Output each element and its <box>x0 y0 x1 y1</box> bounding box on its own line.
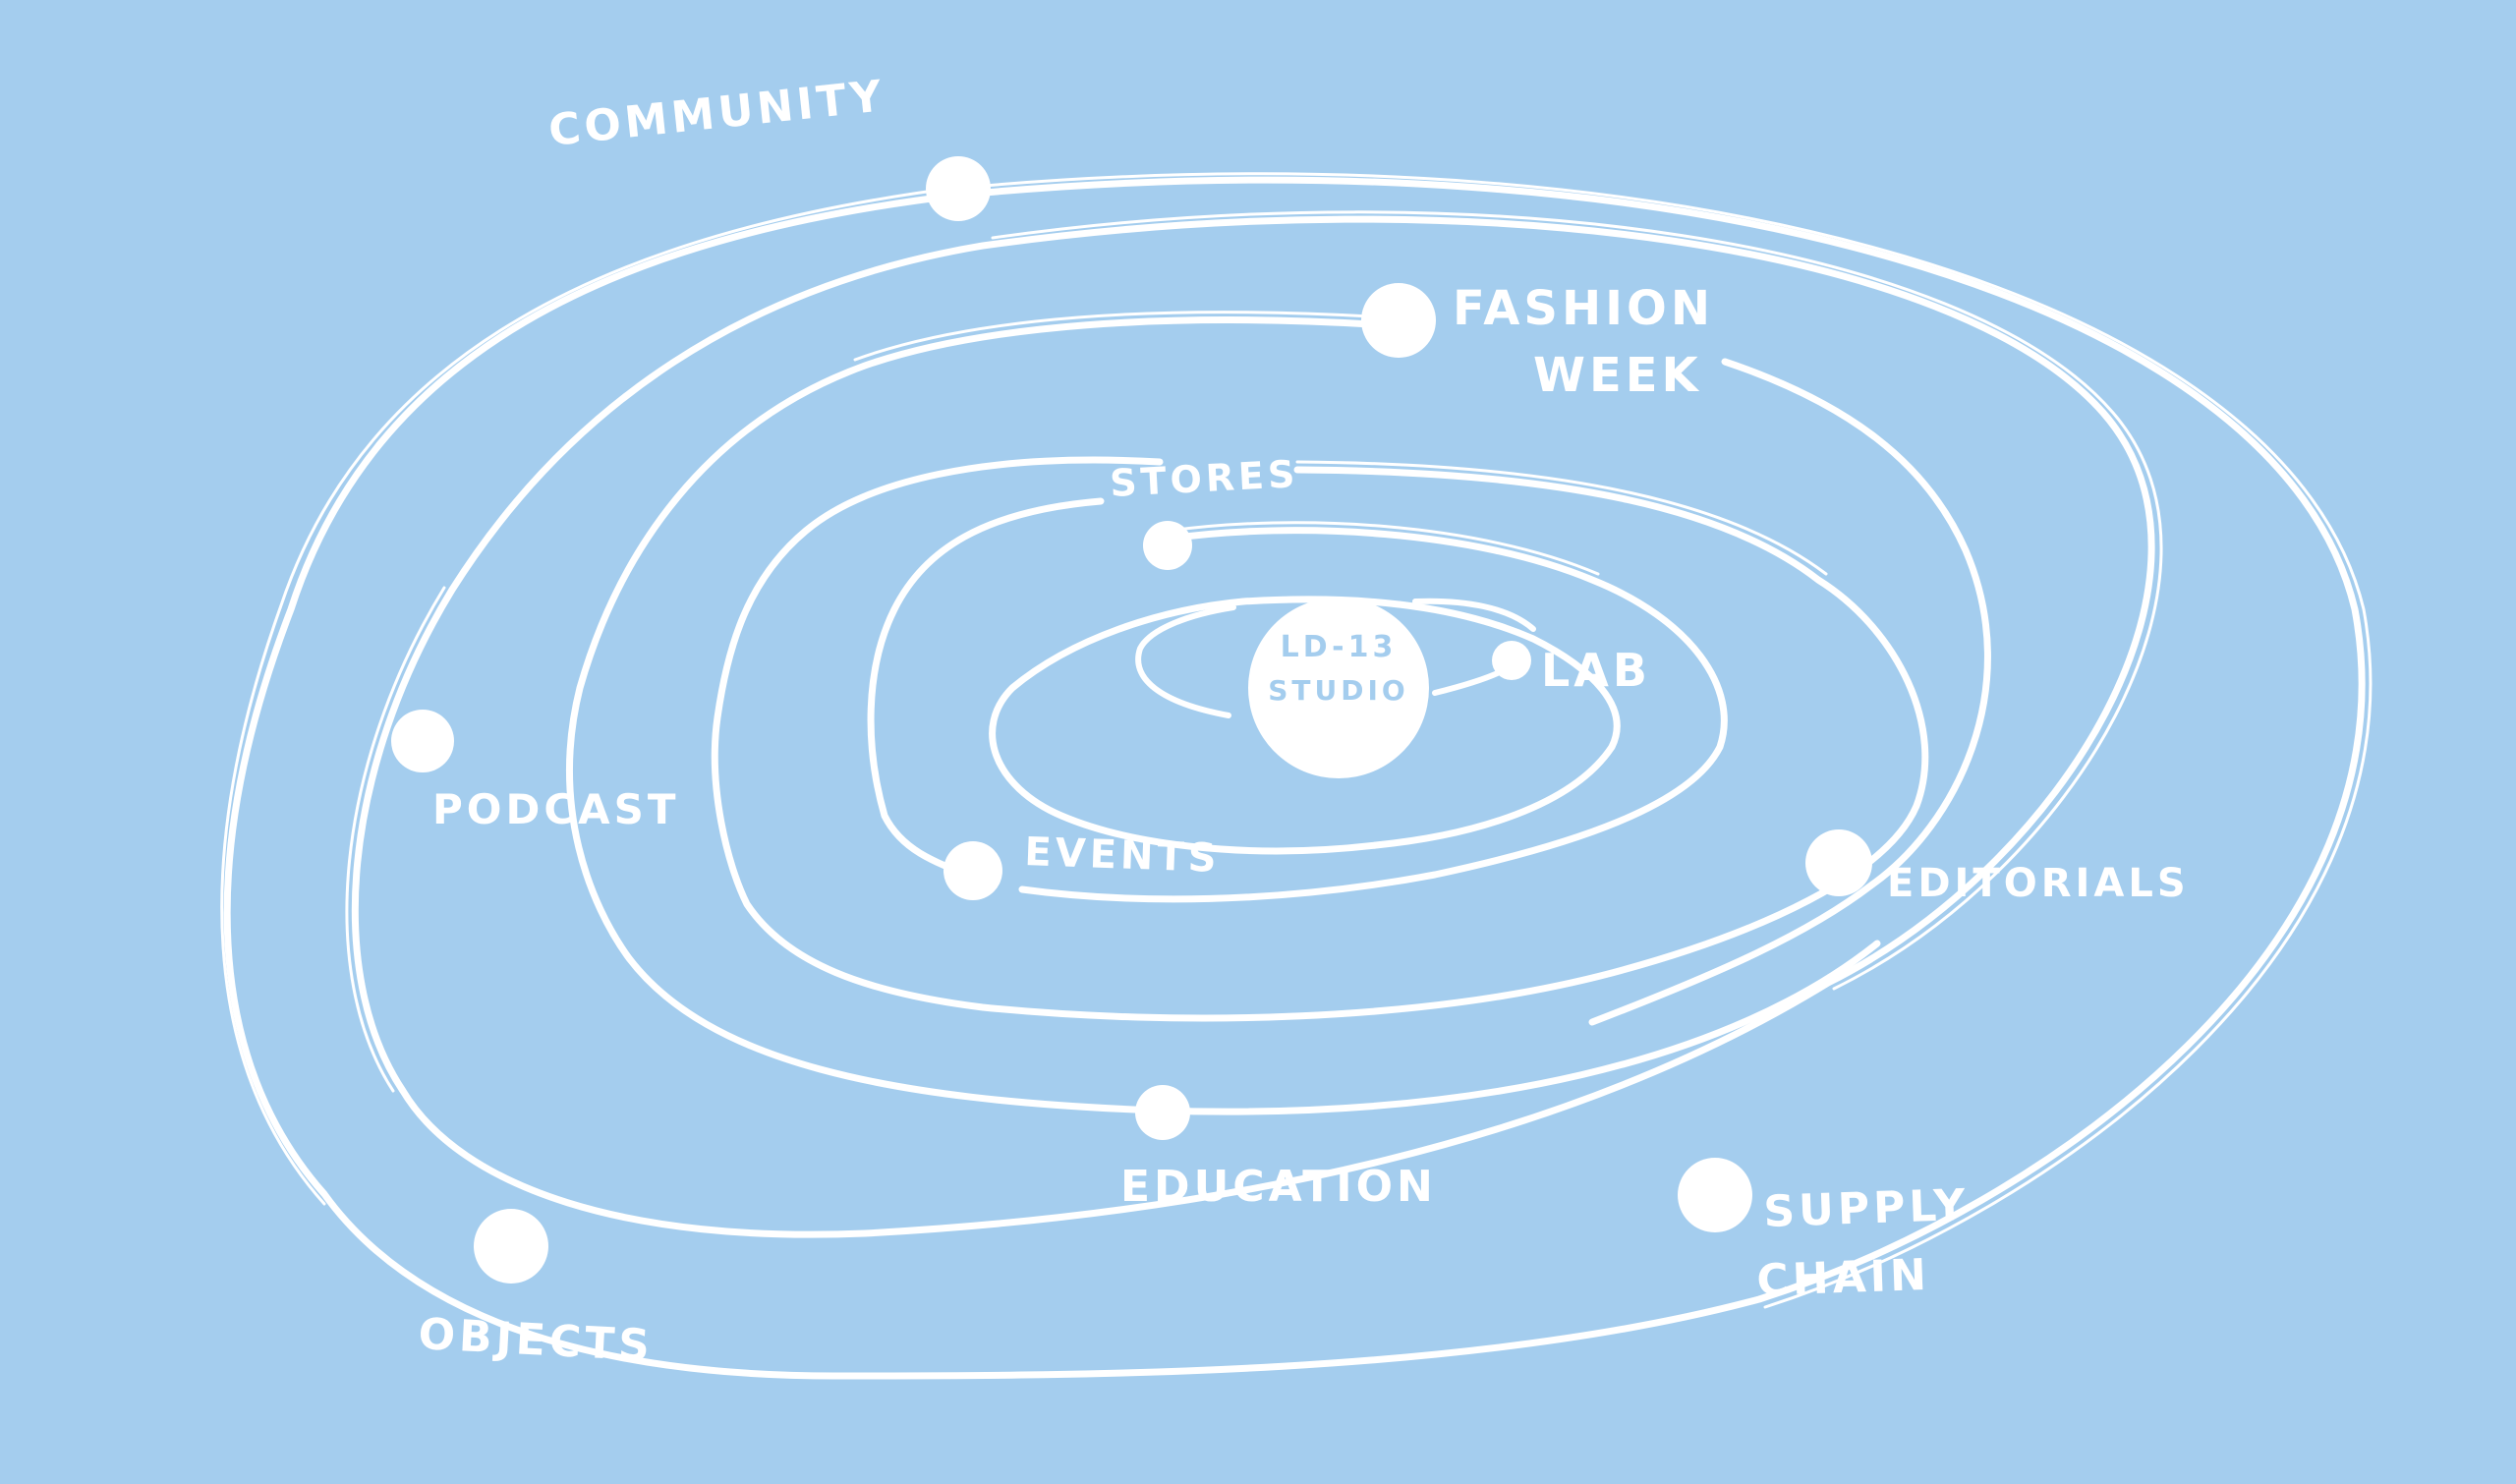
center-label-line1: LD-13 <box>1281 630 1398 664</box>
orbit-3 <box>566 311 1991 1115</box>
objects-planet <box>474 1209 548 1284</box>
lab-label: LAB <box>1541 644 1651 697</box>
community-label: COMMUNITY <box>546 71 888 156</box>
center-planet <box>1248 598 1429 778</box>
fashion-week-label-1: FASHION <box>1453 281 1714 336</box>
fashion-week-planet <box>1361 283 1436 358</box>
education-label: EDUCATION <box>1120 1162 1437 1212</box>
podcast-label: PODCAST <box>432 785 680 833</box>
orbit-6 <box>989 596 1621 855</box>
supply-chain-planet <box>1678 1158 1752 1232</box>
events-label: EVENTS <box>1024 829 1222 882</box>
orbit-2 <box>345 210 2163 1238</box>
center-label-line2: STUDIO <box>1268 674 1408 707</box>
orbit-1 <box>220 172 2373 1380</box>
orbit-4 <box>711 456 1929 1022</box>
community-planet <box>926 156 991 221</box>
objects-label: OBJECTS <box>417 1309 655 1371</box>
lab-planet <box>1492 641 1531 680</box>
supply-chain-label-2: CHAIN <box>1756 1250 1931 1306</box>
podcast-planet <box>391 710 454 772</box>
stores-label: STORES <box>1109 452 1299 505</box>
stores-planet <box>1143 521 1192 570</box>
events-planet <box>944 841 1002 900</box>
orbit-5 <box>867 497 1728 903</box>
editorials-label: EDITORIALS <box>1887 861 2190 906</box>
supply-chain-label-1: SUPPLY <box>1763 1180 1971 1237</box>
editorials-planet <box>1805 829 1872 896</box>
education-planet <box>1135 1085 1190 1140</box>
fashion-week-label-2: WEEK <box>1533 348 1702 403</box>
